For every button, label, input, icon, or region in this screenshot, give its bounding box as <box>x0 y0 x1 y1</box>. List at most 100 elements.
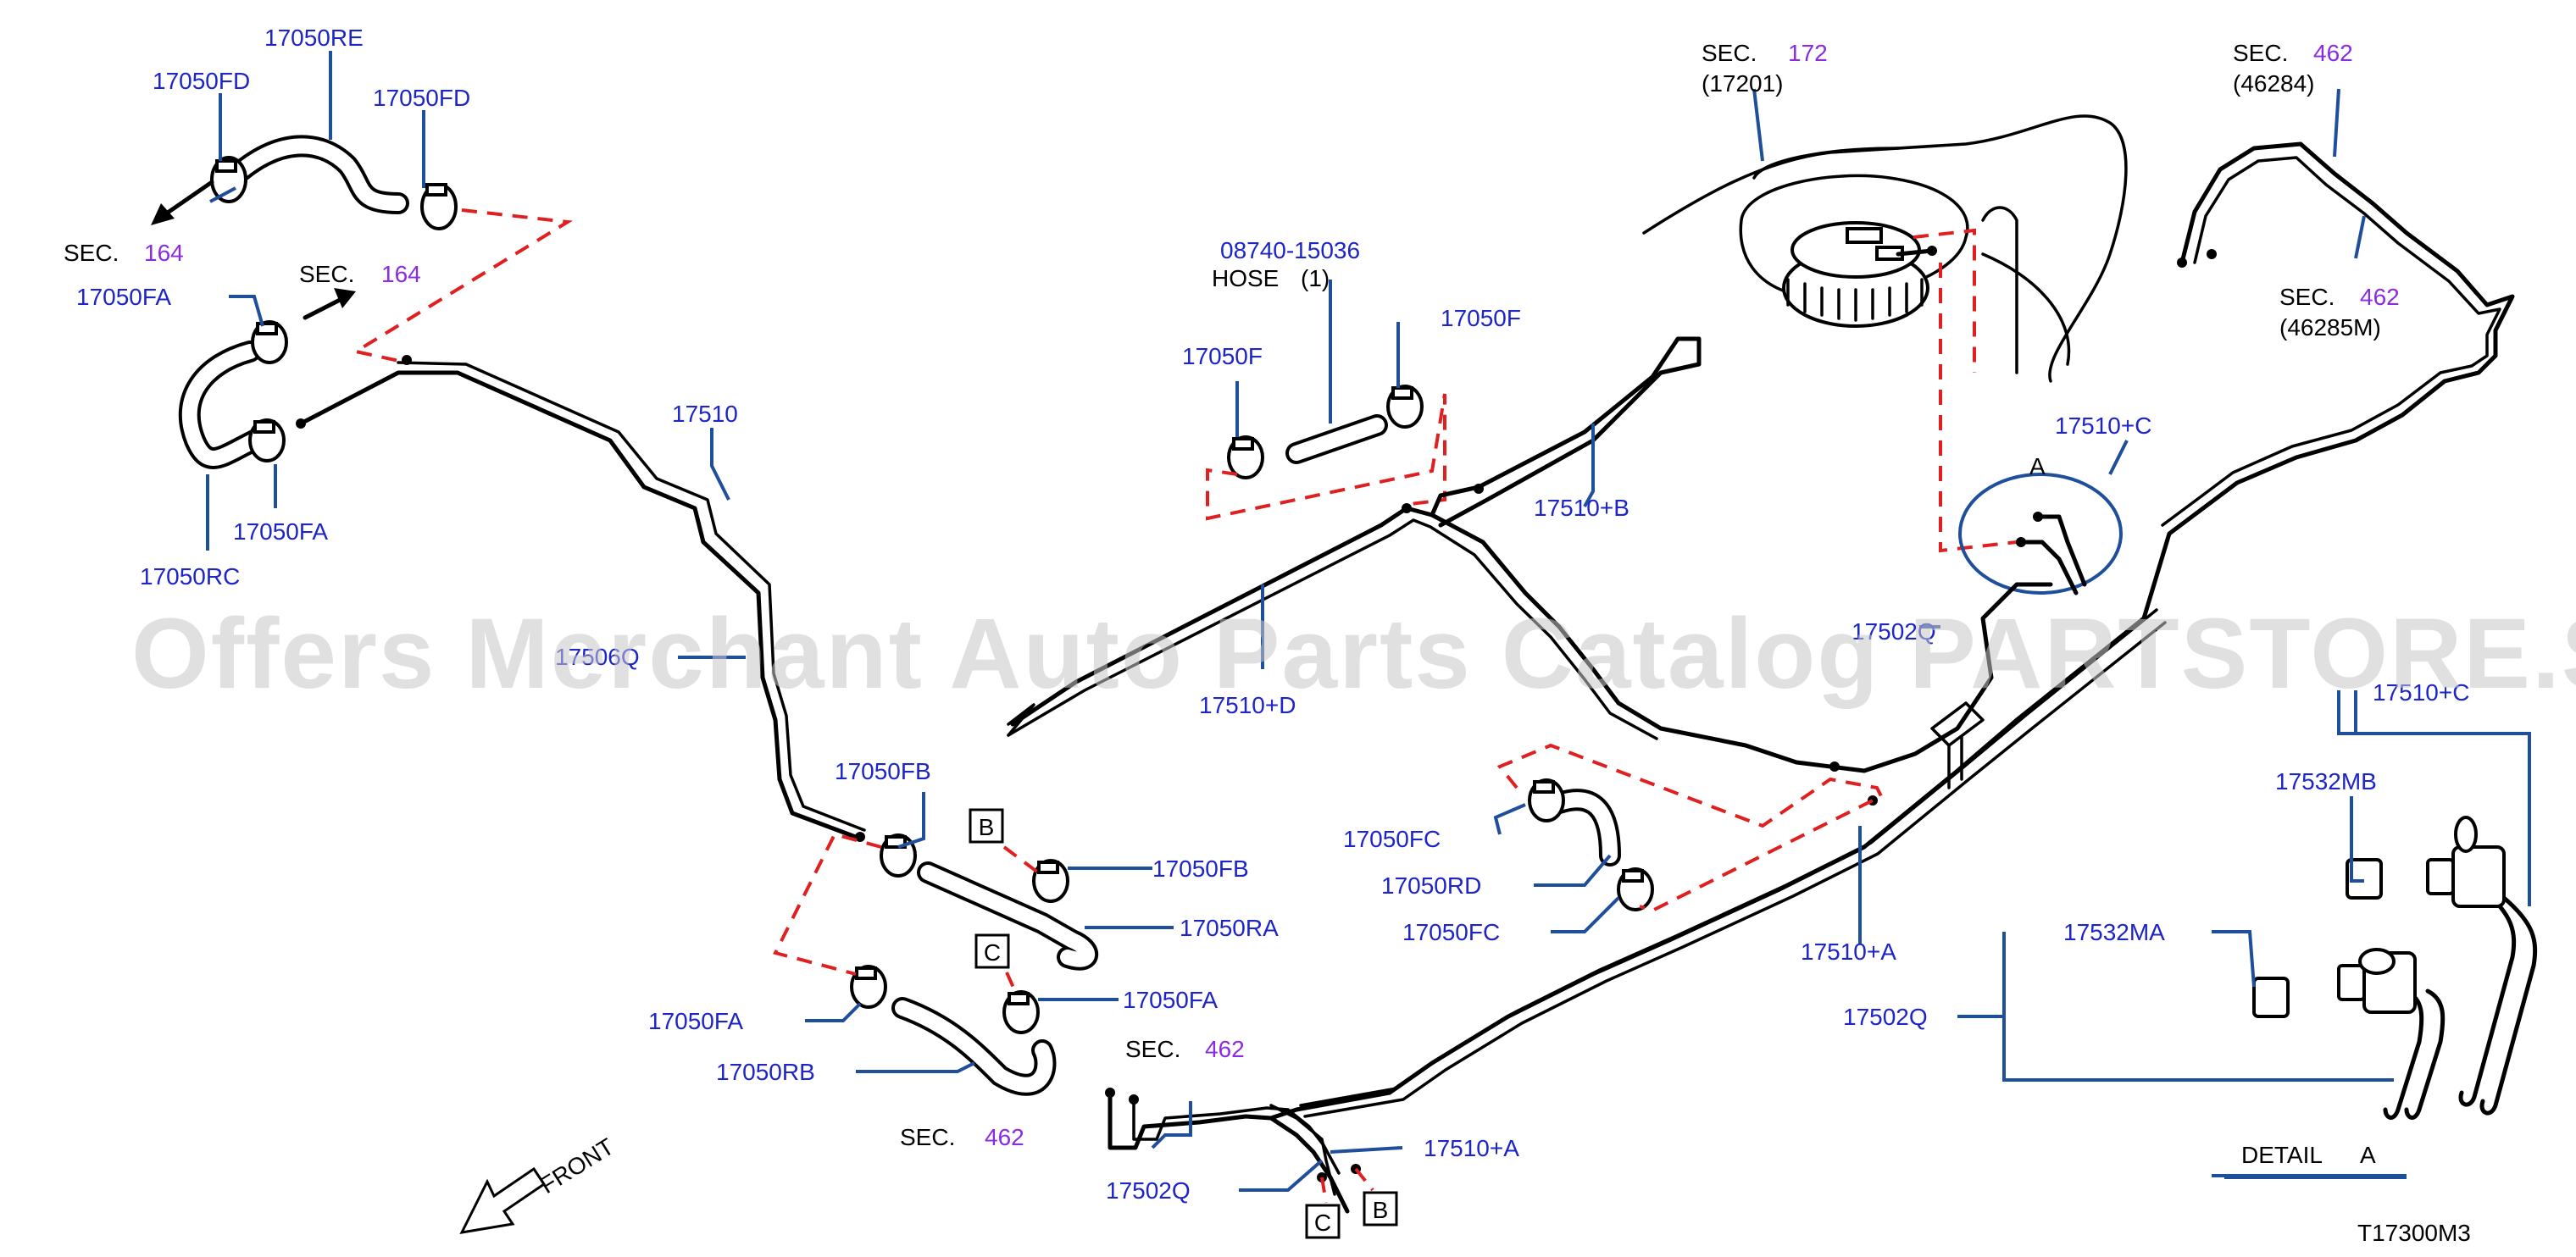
label-17050RD[interactable]: 17050RD <box>1381 872 1481 899</box>
ref-box-C1: C <box>974 933 1010 969</box>
clamp-17050FC-upper[interactable] <box>1528 778 1565 822</box>
link-sec462-d[interactable]: 462 <box>985 1124 1024 1150</box>
part-labels: 17050RE 17050FD 17050FD SEC. 164 SEC. 16… <box>64 25 2471 1246</box>
link-sec462-c[interactable]: 462 <box>1205 1036 1245 1062</box>
label-17510-A-right[interactable]: 17510+A <box>1801 939 1896 965</box>
arrow-sec164-right-icon <box>303 288 356 320</box>
svg-text:(46284): (46284) <box>2233 70 2315 97</box>
arrow-sec164-left-icon <box>151 180 214 225</box>
label-17510-A-bottom[interactable]: 17510+A <box>1424 1135 1519 1161</box>
svg-text:HOSE: HOSE <box>1212 265 1279 291</box>
detail-A-parts[interactable] <box>2252 816 2538 1120</box>
hose-17050RA[interactable] <box>917 861 1098 971</box>
hose-17050RE[interactable] <box>222 135 409 214</box>
clamp-17050FD-right[interactable] <box>420 183 458 230</box>
label-17502Q-bottom[interactable]: 17502Q <box>1106 1177 1191 1204</box>
label-17050FA-c[interactable]: 17050FA <box>1123 987 1218 1013</box>
watermark: Offers Merchant Auto Parts Catalog PARTS… <box>131 598 2576 710</box>
svg-text:(1): (1) <box>1301 265 1330 291</box>
label-17510-B[interactable]: 17510+B <box>1534 495 1629 521</box>
label-17532MB[interactable]: 17532MB <box>2275 768 2377 795</box>
label-17050FD-left[interactable]: 17050FD <box>153 68 250 94</box>
svg-text:SEC.: SEC. <box>900 1124 955 1150</box>
svg-text:SEC.: SEC. <box>1125 1036 1180 1062</box>
clamp-17050FA-lower-right[interactable] <box>1002 990 1040 1034</box>
diagram-code: T17300M3 <box>2357 1220 2471 1246</box>
label-17050RC[interactable]: 17050RC <box>140 563 240 590</box>
tube-bundle-17510-A[interactable] <box>1269 582 2167 1121</box>
label-17050RE[interactable]: 17050RE <box>264 25 364 51</box>
dashed-link-B2 <box>1354 1167 1374 1192</box>
link-sec462-b[interactable]: 462 <box>2360 284 2400 310</box>
label-17510-C-top[interactable]: 17510+C <box>2055 413 2151 439</box>
svg-text:C: C <box>1314 1210 1331 1236</box>
junction-block <box>1930 701 1985 789</box>
svg-text:(17201): (17201) <box>1702 70 1784 97</box>
link-sec164-b[interactable]: 164 <box>381 261 421 287</box>
svg-text:A: A <box>2029 453 2046 479</box>
dashed-link-top-left <box>351 208 574 364</box>
label-17050FC-upper[interactable]: 17050FC <box>1343 826 1441 852</box>
label-17050FA-upper[interactable]: 17050FA <box>76 284 171 310</box>
dashed-link-B1 <box>1002 845 1040 874</box>
tube-17510-D[interactable] <box>1007 503 1663 740</box>
svg-text:(46285M): (46285M) <box>2279 314 2381 341</box>
label-17050FB-left[interactable]: 17050FB <box>835 758 931 784</box>
hose-17050RD[interactable] <box>1548 789 1621 867</box>
clamp-17050FB-left[interactable] <box>880 833 917 878</box>
tube-sec462-right[interactable] <box>2141 141 2515 621</box>
detail-circle-A[interactable] <box>1958 473 2123 595</box>
hose-17050RB[interactable] <box>891 997 1057 1096</box>
ref-box-B2: B <box>1363 1191 1398 1227</box>
label-08740-15036[interactable]: 08740-15036 <box>1220 237 1360 263</box>
detail-A-letter: A <box>2360 1142 2376 1168</box>
label-17502Q-right[interactable]: 17502Q <box>1843 1004 1928 1030</box>
dashed-link-C2 <box>1320 1177 1328 1204</box>
clamp-17050FD-left[interactable] <box>210 156 247 203</box>
detail-A-title: DETAIL <box>2241 1142 2323 1168</box>
dashed-link-lower-left <box>773 832 882 976</box>
tube-17510-B[interactable] <box>1430 336 1702 528</box>
label-17506Q[interactable]: 17506Q <box>555 644 640 670</box>
clamp-17050FC-lower[interactable] <box>1617 867 1654 911</box>
tube-17510[interactable] <box>296 355 866 842</box>
label-17510-C-detail[interactable]: 17510+C <box>2373 679 2469 706</box>
link-sec172[interactable]: 172 <box>1788 40 1828 66</box>
clamp-17050F-left[interactable] <box>1227 435 1264 479</box>
label-17532MA[interactable]: 17532MA <box>2063 919 2165 945</box>
label-17050F-right[interactable]: 17050F <box>1441 305 1521 331</box>
clamp-17050FB-right[interactable] <box>1032 859 1069 903</box>
label-17050RB[interactable]: 17050RB <box>716 1059 815 1085</box>
fuel-pump-module <box>1782 221 1937 328</box>
label-17050FD-right[interactable]: 17050FD <box>373 85 470 111</box>
label-17050FA-d[interactable]: 17050FA <box>648 1008 743 1034</box>
dashed-link-C1 <box>1005 972 1019 996</box>
link-sec462-a[interactable]: 462 <box>2313 40 2353 66</box>
label-17502Q-top[interactable]: 17502Q <box>1852 618 1936 645</box>
link-sec164-a[interactable]: 164 <box>144 240 184 266</box>
label-17050F-left[interactable]: 17050F <box>1182 343 1263 369</box>
svg-text:SEC.: SEC. <box>2279 284 2334 310</box>
label-17050FA-lower[interactable]: 17050FA <box>233 518 328 545</box>
label-17050RA[interactable]: 17050RA <box>1180 915 1279 941</box>
clamp-17050FA-lower-left[interactable] <box>850 965 887 1009</box>
clamp-17050F-right[interactable] <box>1386 385 1424 429</box>
dashed-link-tank <box>1913 228 2018 553</box>
label-17050FB-right[interactable]: 17050FB <box>1152 856 1249 882</box>
svg-text:SEC.: SEC. <box>64 240 119 266</box>
dashed-link-right-center <box>1496 743 1884 913</box>
ref-box-B1: B <box>969 808 1004 844</box>
tube-sec462-bottom[interactable] <box>1105 1088 1361 1214</box>
hose-17050RC[interactable] <box>178 341 265 469</box>
svg-text:C: C <box>984 939 1001 966</box>
label-17510[interactable]: 17510 <box>672 401 738 427</box>
clamp-17050FA-lower[interactable] <box>248 418 286 462</box>
ref-box-C2: C <box>1305 1204 1341 1239</box>
svg-text:B: B <box>979 814 995 840</box>
label-17510-D[interactable]: 17510+D <box>1199 692 1296 718</box>
label-17050FC-lower[interactable]: 17050FC <box>1402 919 1500 945</box>
hose-08740-15036[interactable] <box>1285 414 1388 464</box>
clamp-17050FA-upper[interactable] <box>251 320 288 364</box>
svg-text:B: B <box>1373 1197 1389 1223</box>
